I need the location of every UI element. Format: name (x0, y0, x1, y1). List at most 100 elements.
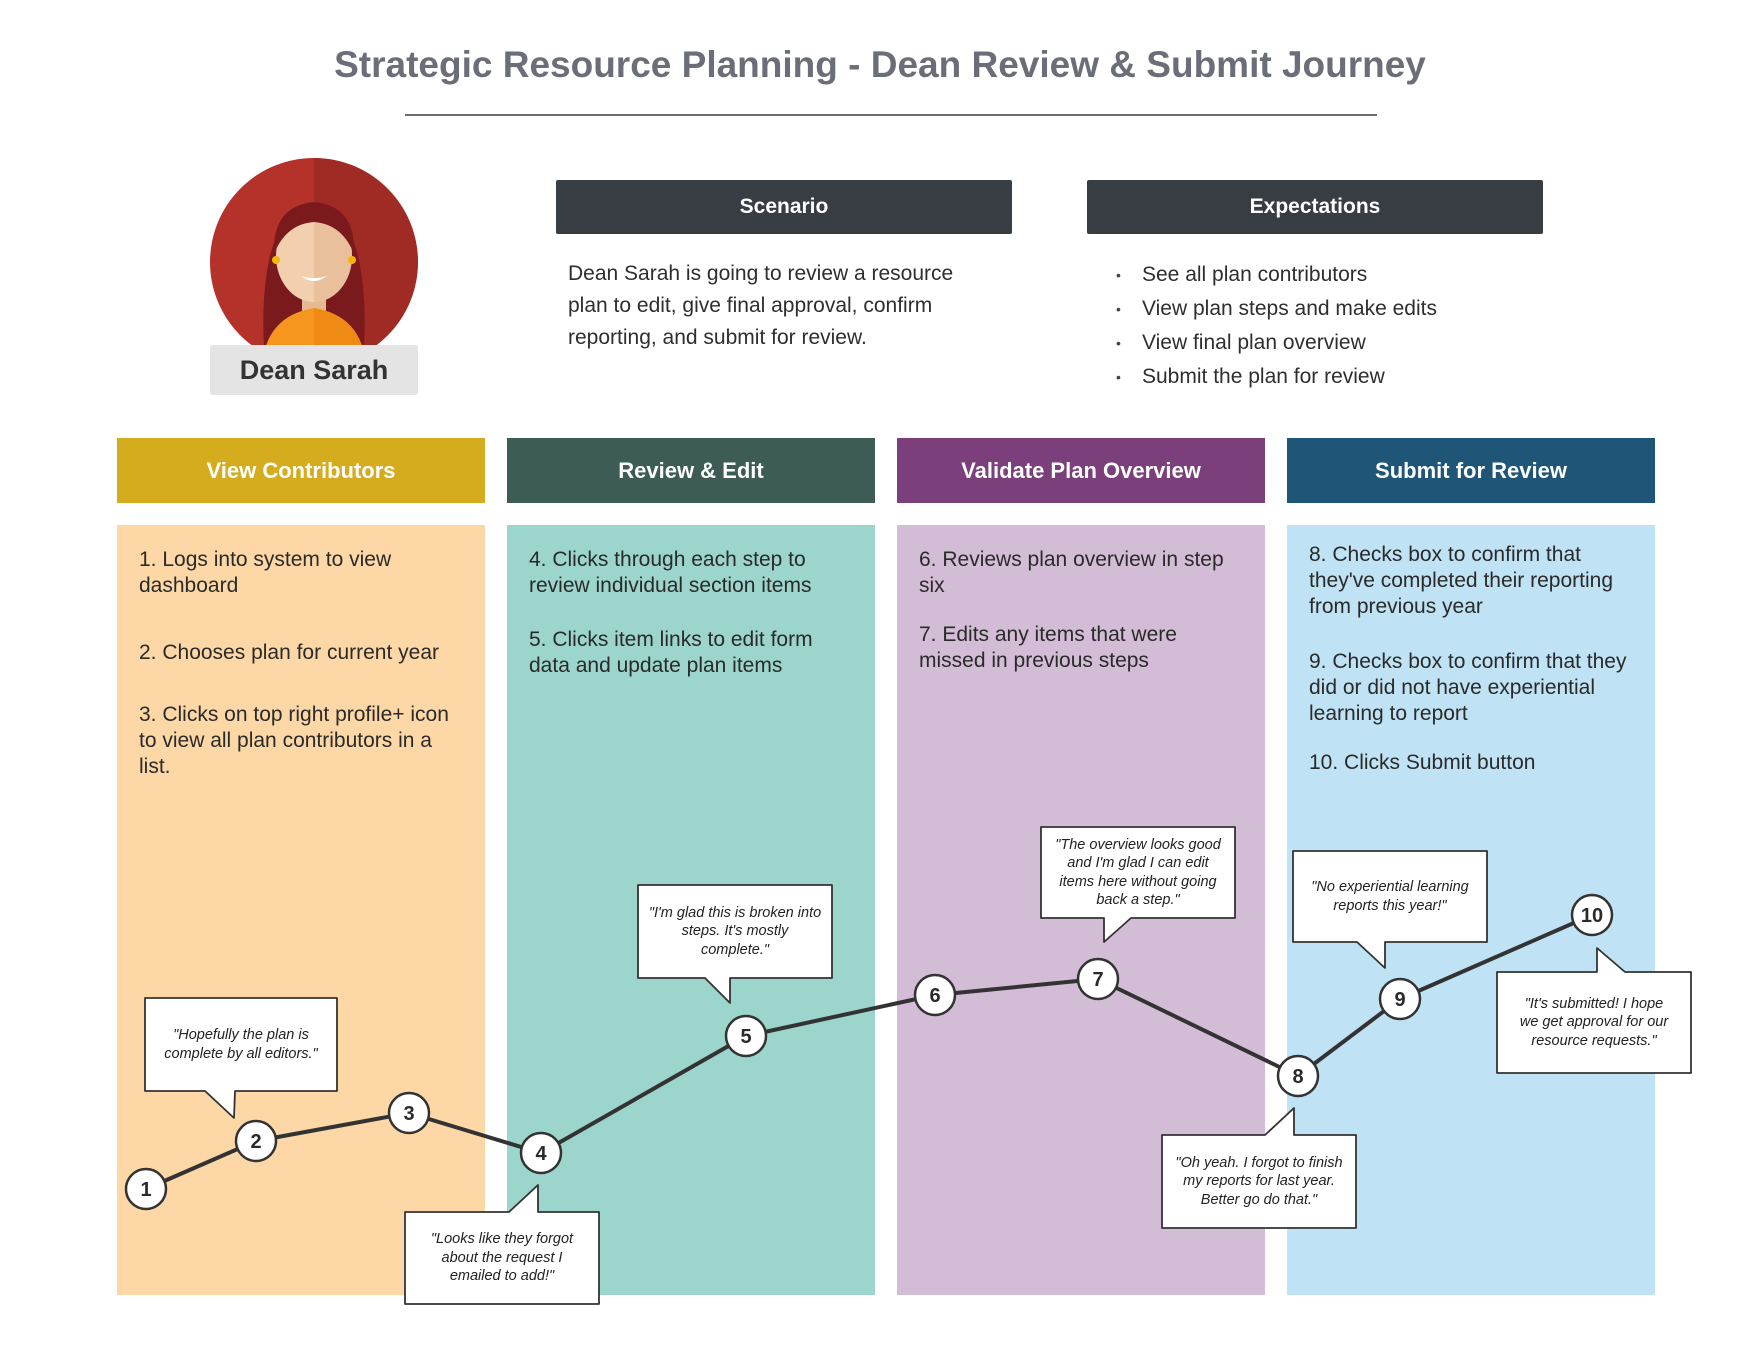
quote-bubble-step-4 (404, 1184, 600, 1305)
quote-text-step-10: "It's submitted! I hope we get approval … (1497, 972, 1691, 1073)
step-text: list. (139, 755, 171, 778)
step-text: to view all plan contributors in a (139, 729, 432, 752)
scenario-heading: Scenario (556, 180, 1012, 234)
journey-node-label: 10 (1581, 905, 1603, 927)
journey-node-label: 9 (1394, 989, 1405, 1011)
step-item: 8. Checks box to confirm that they've co… (1309, 542, 1654, 620)
journey-node-8: 8 (1276, 1054, 1320, 1098)
journey-node-10: 10 (1570, 893, 1614, 937)
quote-text-step-4: "Looks like they forgot about the reques… (405, 1212, 599, 1304)
quote-line: my reports for last year. (1183, 1173, 1335, 1190)
phase-header-validate-plan-overview: Validate Plan Overview (897, 438, 1265, 503)
step-item: 6. Reviews plan overview in step six (919, 547, 1259, 599)
quote-bubble-step-5 (637, 884, 833, 1004)
step-item: 1. Logs into system to view dashboard (139, 547, 479, 599)
quote-text-step-8: "Oh yeah. I forgot to finish my reports … (1162, 1135, 1356, 1228)
quote-line: "The overview looks good (1055, 836, 1221, 853)
quote-line: resource requests." (1531, 1032, 1657, 1049)
expectation-item: Submit the plan for review (1116, 360, 1572, 394)
step-text: 1. Logs into system to view (139, 548, 392, 571)
quote-line: "It's submitted! I hope (1524, 995, 1664, 1012)
journey-node-label: 5 (740, 1026, 751, 1048)
persona-name: Dean Sarah (210, 345, 418, 395)
page-title: Strategic Resource Planning - Dean Revie… (334, 44, 1426, 85)
journey-node-1: 1 (124, 1167, 168, 1211)
step-text: learning to report (1309, 702, 1468, 725)
step-item: 5. Clicks item links to edit form data a… (529, 627, 869, 679)
step-item: 7. Edits any items that were missed in p… (919, 622, 1259, 674)
step-text: 10. Clicks Submit button (1309, 751, 1536, 774)
journey-node-3: 3 (387, 1091, 431, 1135)
expectations-heading: Expectations (1087, 180, 1543, 234)
title-divider (405, 114, 1377, 116)
quote-line: "Hopefully the plan is (173, 1027, 309, 1043)
quote-line: items here without going (1059, 873, 1217, 890)
journey-node-label: 1 (140, 1179, 151, 1201)
journey-node-6: 6 (913, 973, 957, 1017)
step-item: 2. Chooses plan for current year (139, 640, 479, 666)
step-text: 2. Chooses plan for current year (139, 641, 439, 664)
step-item: 3. Clicks on top right profile+ icon to … (139, 702, 479, 780)
quote-line: complete by all editors." (164, 1045, 318, 1062)
step-text: 6. Reviews plan overview in step (919, 548, 1224, 571)
quote-bubble-step-2 (144, 997, 338, 1119)
scenario-description: Dean Sarah is going to review a resource… (568, 258, 1008, 354)
quote-line: reports this year!" (1333, 897, 1447, 914)
step-item: 4. Clicks through each step to review in… (529, 547, 869, 599)
step-text: they've completed their reporting (1309, 569, 1614, 592)
journey-node-7: 7 (1076, 957, 1120, 1001)
quote-line: and I'm glad I can edit (1067, 855, 1209, 871)
step-text: six (919, 574, 945, 597)
quote-text-step-9: "No experiential learning reports this y… (1293, 851, 1487, 942)
journey-node-4: 4 (519, 1131, 563, 1175)
step-text: review individual section items (529, 574, 812, 597)
scenario-line: plan to edit, give final approval, confi… (568, 294, 933, 317)
journey-node-label: 4 (535, 1143, 547, 1165)
quote-line: "No experiential learning (1311, 879, 1469, 895)
quote-text-step-2: "Hopefully the plan is complete by all e… (145, 998, 337, 1091)
journey-node-label: 8 (1292, 1066, 1303, 1088)
phase-header-submit-for-review: Submit for Review (1287, 438, 1655, 503)
phase-column-view-contributors: 1. Logs into system to view dashboard 2.… (117, 525, 485, 1295)
quote-line: Better go do that." (1200, 1191, 1318, 1208)
expectation-item: View plan steps and make edits (1116, 292, 1572, 326)
step-text: 5. Clicks item links to edit form (529, 628, 813, 651)
quote-bubble-step-10 (1496, 947, 1692, 1074)
step-text: 8. Checks box to confirm that (1309, 543, 1581, 566)
step-text: from previous year (1309, 595, 1483, 618)
expectations-list: See all plan contributors View plan step… (1116, 258, 1572, 394)
step-text: 7. Edits any items that were (919, 623, 1177, 646)
step-item: 9. Checks box to confirm that they did o… (1309, 649, 1654, 727)
quote-line: "Looks like they forgot (430, 1231, 574, 1248)
phase-header-review-edit: Review & Edit (507, 438, 875, 503)
journey-node-9: 9 (1378, 977, 1422, 1021)
step-text: did or did not have experiential (1309, 676, 1596, 699)
quote-line: emailed to add!" (449, 1268, 555, 1285)
journey-node-label: 6 (929, 985, 940, 1007)
step-text: 4. Clicks through each step to (529, 548, 806, 571)
step-text: missed in previous steps (919, 649, 1149, 672)
quote-text-step-7: "The overview looks good and I'm glad I … (1041, 827, 1235, 918)
quote-line: back a step." (1096, 892, 1180, 908)
journey-node-label: 7 (1092, 969, 1103, 991)
journey-line (145, 913, 1593, 1191)
step-text: 3. Clicks on top right profile+ icon (139, 703, 449, 726)
quote-line: "I'm glad this is broken into (648, 904, 822, 921)
quote-line: we get approval for our (1519, 1014, 1669, 1031)
journey-node-label: 3 (403, 1103, 414, 1125)
journey-node-label: 2 (250, 1131, 261, 1153)
quote-text-step-5: "I'm glad this is broken into steps. It'… (638, 885, 832, 978)
step-item: 10. Clicks Submit button (1309, 750, 1654, 776)
quote-bubble-step-7 (1040, 826, 1236, 943)
quote-line: complete." (700, 941, 769, 958)
step-text: 9. Checks box to confirm that they (1309, 650, 1627, 673)
quote-bubble-step-8 (1161, 1107, 1357, 1229)
step-text: data and update plan items (529, 654, 783, 677)
expectation-item: See all plan contributors (1116, 258, 1572, 292)
journey-node-2: 2 (234, 1119, 278, 1163)
quote-line: about the request I (441, 1249, 563, 1266)
scenario-line: Dean Sarah is going to review a resource (568, 262, 954, 285)
quote-line: steps. It's mostly (681, 923, 789, 940)
phase-header-view-contributors: View Contributors (117, 438, 485, 503)
